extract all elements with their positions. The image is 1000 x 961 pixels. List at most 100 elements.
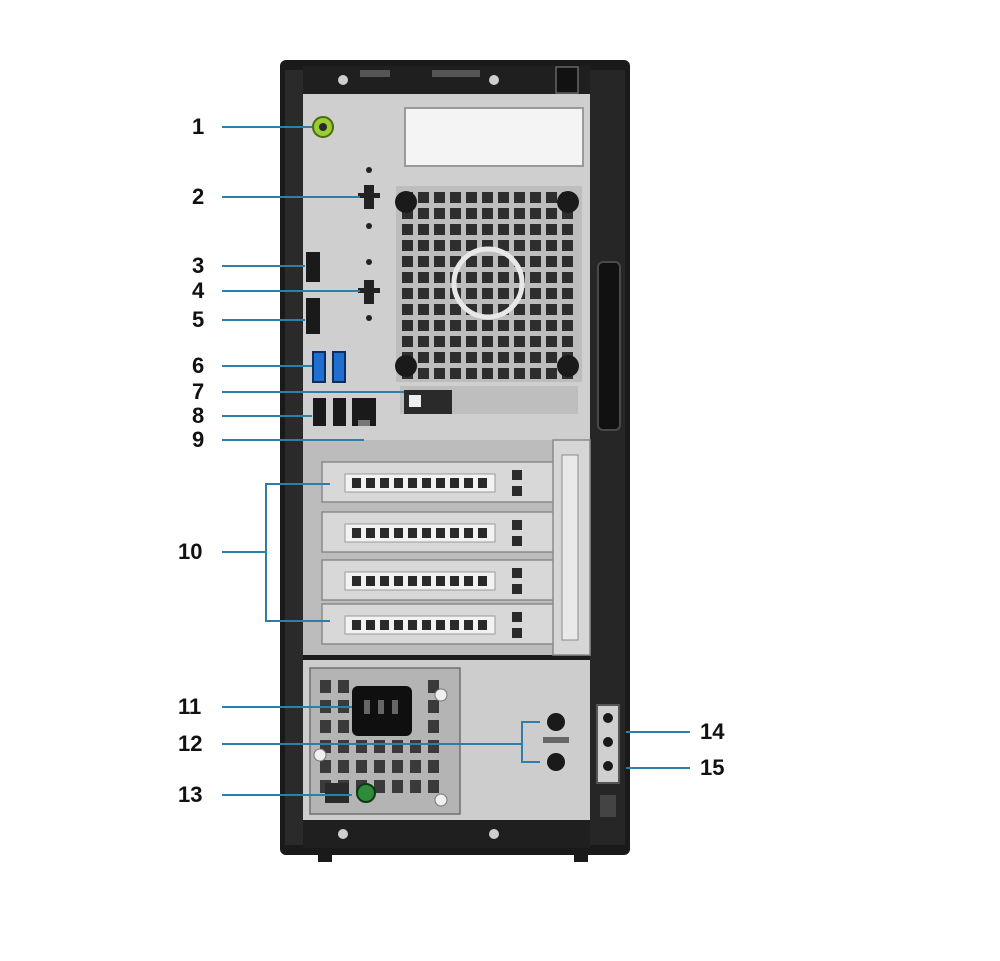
fan-vent-hole: [466, 352, 477, 363]
fan-vent-hole: [450, 320, 461, 331]
padlock-ring-hole-2: [603, 737, 613, 747]
psu-vent-hole: [338, 760, 349, 773]
expansion-slot-vent: [380, 478, 389, 488]
usb3-port-2: [332, 351, 346, 383]
expansion-slot-vent: [436, 478, 445, 488]
side-latch: [597, 261, 621, 431]
psu-vent-hole: [410, 740, 421, 753]
fan-vent-hole: [562, 320, 573, 331]
fan-vent-hole: [418, 240, 429, 251]
fan-vent-hole: [482, 192, 493, 203]
line-out-port-hole: [319, 123, 327, 131]
fan-vent-hole: [546, 304, 557, 315]
fan-vent-hole: [402, 240, 413, 251]
optional-port-4: [358, 259, 380, 321]
expansion-slot-vent: [450, 620, 459, 630]
fan-vent-hole: [530, 336, 541, 347]
fan-vent-hole: [562, 208, 573, 219]
fan-vent-hole: [514, 336, 525, 347]
callout-4: 4: [192, 278, 205, 303]
fan-vent-hole: [482, 320, 493, 331]
callout-7: 7: [192, 379, 205, 404]
expansion-slot-vent: [422, 576, 431, 586]
callout-15: 15: [700, 755, 725, 780]
psu-vent-hole: [392, 760, 403, 773]
psu-vent-hole: [392, 740, 403, 753]
fan-vent: [395, 186, 582, 382]
psu-vent-hole: [374, 740, 385, 753]
fan-vent-hole: [562, 288, 573, 299]
fan-vent-hole: [434, 336, 445, 347]
psu-vent-hole: [338, 720, 349, 733]
fan-vent-hole: [482, 224, 493, 235]
expansion-slot-vent: [422, 528, 431, 538]
fan-vent-hole: [418, 256, 429, 267]
fan-vent-hole: [482, 272, 493, 283]
fan-vent-hole: [418, 368, 429, 379]
callout-5: 5: [192, 307, 205, 332]
antenna-connector-1: [547, 713, 565, 731]
usb2-port-1: [313, 398, 326, 426]
fan-vent-hole: [466, 256, 477, 267]
fan-vent-hole: [450, 256, 461, 267]
fan-vent-hole: [514, 240, 525, 251]
callout-13: 13: [178, 782, 203, 807]
fan-vent-hole: [434, 192, 445, 203]
fan-vent-hole: [418, 208, 429, 219]
callout-9: 9: [192, 427, 205, 452]
fan-vent-hole: [498, 304, 509, 315]
expansion-slot-vent: [408, 528, 417, 538]
fan-vent-hole: [498, 272, 509, 283]
fan-vent-hole: [450, 240, 461, 251]
expansion-slot-vent: [394, 620, 403, 630]
fan-vent-hole: [562, 224, 573, 235]
fan-vent-hole: [418, 224, 429, 235]
fan-vent-hole: [530, 320, 541, 331]
fan-vent-hole: [546, 320, 557, 331]
expansion-slot-vent: [366, 528, 375, 538]
fan-vent-hole: [450, 208, 461, 219]
chassis-left-rail: [285, 70, 303, 845]
expansion-slot-vent: [450, 576, 459, 586]
expansion-slot-vent: [352, 620, 361, 630]
expansion-slot-vent: [408, 576, 417, 586]
fan-vent-hole: [514, 352, 525, 363]
top-slot-2: [432, 70, 480, 77]
callout-10: 10: [178, 539, 203, 564]
fan-vent-hole: [530, 192, 541, 203]
fan-vent-hole: [514, 224, 525, 235]
callout-3: 3: [192, 253, 205, 278]
psu-vent-hole: [428, 700, 439, 713]
fan-vent-hole: [434, 352, 445, 363]
expansion-slot-vent: [478, 620, 487, 630]
fan-vent-hole: [498, 288, 509, 299]
fan-vent-hole: [434, 304, 445, 315]
fan-vent-hole: [562, 272, 573, 283]
expansion-slot-vent: [436, 620, 445, 630]
expansion-slot-clip: [512, 584, 522, 594]
expansion-slot-vent: [408, 620, 417, 630]
fan-vent-hole: [514, 256, 525, 267]
fan-vent-hole: [418, 192, 429, 203]
fan-vent-hole: [482, 304, 493, 315]
fan-vent-hole: [482, 240, 493, 251]
fan-vent-hole: [514, 192, 525, 203]
expansion-slot-clip: [512, 568, 522, 578]
fan-vent-hole: [402, 336, 413, 347]
expansion-slot-vent: [394, 478, 403, 488]
expansion-slot-clip: [512, 520, 522, 530]
foot-right: [574, 850, 588, 862]
fan-vent-hole: [482, 208, 493, 219]
expansion-slot-vent: [394, 576, 403, 586]
expansion-slot-vent: [464, 576, 473, 586]
psu-vent-hole: [428, 740, 439, 753]
fan-vent-hole: [434, 240, 445, 251]
fan-vent-hole: [402, 320, 413, 331]
fan-vent-hole: [482, 256, 493, 267]
fan-vent-hole: [402, 288, 413, 299]
expansion-slot-vent: [464, 478, 473, 488]
fan-vent-hole: [546, 240, 557, 251]
expansion-slot-vent: [436, 576, 445, 586]
fan-vent-hole: [466, 288, 477, 299]
